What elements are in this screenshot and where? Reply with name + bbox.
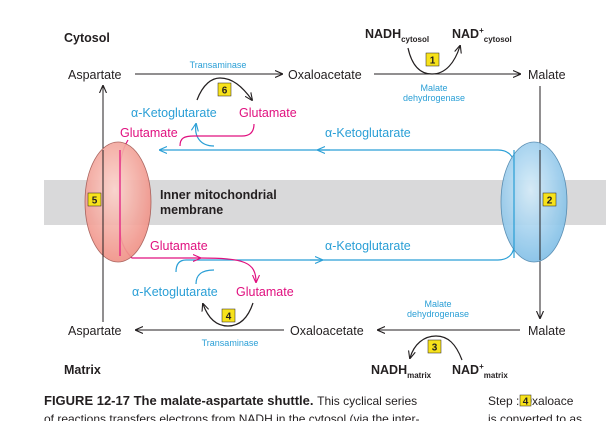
aketoglutarate-bottom-loop xyxy=(195,269,215,285)
glutamate-cytosol-substrate: Glutamate xyxy=(239,106,297,120)
step-number-1: 1 xyxy=(430,56,436,67)
side-caption-step-number: 4 xyxy=(523,397,529,408)
cofactor-arc-bottom xyxy=(410,335,463,361)
transaminase-arc-top xyxy=(196,77,252,100)
malate-matrix: Malate xyxy=(528,324,566,338)
malate-cytosol: Malate xyxy=(528,68,566,82)
oxaloacetate-matrix: Oxaloacetate xyxy=(290,324,364,338)
figure-caption-line2: of reactions transfers electrons from NA… xyxy=(44,412,419,421)
step-number-4: 4 xyxy=(226,312,232,323)
mdh-top-label-line2: dehydrogenase xyxy=(403,93,465,103)
cytosol-label: Cytosol xyxy=(64,31,110,45)
aketoglutarate-transport-top: α-Ketoglutarate xyxy=(325,126,411,140)
nad-cytosol: NAD+cytosol xyxy=(452,26,512,44)
transaminase-bottom-label: Transaminase xyxy=(202,338,259,348)
aketoglutarate-cytosol-product: α-Ketoglutarate xyxy=(131,106,217,120)
membrane-label-line1: Inner mitochondrial xyxy=(160,188,277,202)
step-badge-1 xyxy=(425,52,440,67)
transporter-2-malate-aketoglutarate xyxy=(500,141,568,263)
aketoglutarate-export-path xyxy=(175,149,515,273)
cofactor-arc-top xyxy=(407,46,460,75)
aketoglutarate-matrix-substrate: α-Ketoglutarate xyxy=(132,285,218,299)
transaminase-top-label: Transaminase xyxy=(190,60,247,70)
mdh-top-label-line1: Malate xyxy=(420,83,447,93)
glutamate-import-path xyxy=(179,123,255,147)
step-number-5: 5 xyxy=(92,196,98,207)
transaminase-arc-bottom xyxy=(203,303,254,327)
step-badge-3 xyxy=(427,339,442,354)
figure-caption: FIGURE 12-17 The malate-aspartate shuttl… xyxy=(44,393,417,408)
aketoglutarate-transport-bottom: α-Ketoglutarate xyxy=(325,239,411,253)
mdh-bottom-label-line1: Malate xyxy=(424,299,451,309)
nad-matrix: NAD+matrix xyxy=(452,362,508,380)
transporter-5-aspartate-glutamate xyxy=(84,141,152,263)
glutamate-to-matrix-transaminase xyxy=(199,257,256,282)
glutamate-matrix-product: Glutamate xyxy=(236,285,294,299)
nadh-matrix: NADHmatrix xyxy=(371,363,432,380)
aspartate-cytosol: Aspartate xyxy=(68,68,122,82)
glutamate-transport-top: Glutamate xyxy=(120,126,178,140)
oxaloacetate-cytosol: Oxaloacetate xyxy=(288,68,362,82)
matrix-label: Matrix xyxy=(64,363,101,377)
step-badge-2 xyxy=(542,192,557,207)
step-number-2: 2 xyxy=(547,196,553,207)
step-number-6: 6 xyxy=(222,86,228,97)
step-badge-4 xyxy=(221,308,236,323)
step-badge-5 xyxy=(87,192,102,207)
nadh-cytosol: NADHcytosol xyxy=(365,27,429,44)
aketoglutarate-to-transaminase-top xyxy=(196,124,215,147)
step-number-3: 3 xyxy=(432,343,438,354)
glutamate-transport-bottom: Glutamate xyxy=(150,239,208,253)
membrane-label-line2: membrane xyxy=(160,203,223,217)
side-caption-line2: is converted to as xyxy=(488,412,582,421)
mdh-bottom-label-line2: dehydrogenase xyxy=(407,309,469,319)
aspartate-matrix: Aspartate xyxy=(68,324,122,338)
side-caption-step-badge xyxy=(519,394,532,407)
step-badge-6 xyxy=(217,82,232,97)
